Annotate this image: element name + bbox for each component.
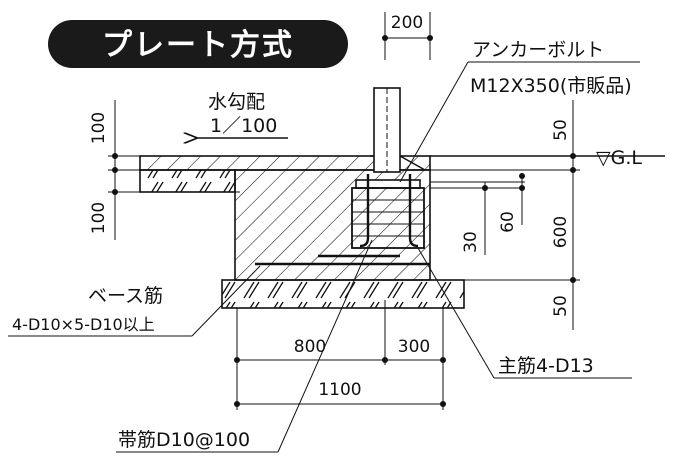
dim-800: 800: [294, 337, 326, 357]
anchor-bolt-spec: M12X350(市販品): [470, 75, 632, 97]
anchor-bolt-label: アンカーボルト: [472, 39, 604, 61]
dim-1100: 1100: [318, 380, 361, 400]
page-title: プレート方式: [102, 28, 294, 63]
main-bar-label: 主筋4-D13: [498, 355, 594, 377]
dim-60: 60: [498, 211, 518, 233]
dim-right-50-bottom: 50: [551, 295, 571, 317]
dim-200: 200: [391, 13, 423, 33]
slab-gravel-bed: [139, 169, 236, 193]
anchor-leader-line: [399, 61, 469, 183]
title-badge: プレート方式: [48, 20, 348, 68]
ground-level-label: ▽G.L: [596, 147, 642, 169]
dim-right-600: 600: [551, 216, 571, 248]
base-bar-leader: [191, 265, 261, 337]
hoop-bar-leader: [277, 239, 373, 453]
dim-right-50-top: 50: [551, 119, 571, 141]
dim-left-100-top: 100: [89, 112, 109, 144]
dim-left-100-bottom: 100: [89, 202, 109, 234]
dim-300: 300: [398, 337, 430, 357]
base-bar-label: ベース筋: [88, 285, 163, 307]
main-bar-leader: [417, 247, 495, 379]
base-bar-spec: 4-D10×5-D10以上: [12, 315, 155, 334]
slope-ratio: 1／100: [210, 115, 277, 137]
hoop-cage: [351, 187, 425, 249]
hoop-bar-label: 帯筋D10@100: [118, 429, 250, 451]
dim-30: 30: [461, 231, 481, 253]
base-gravel-layer: [221, 279, 465, 309]
slope-label: 水勾配: [208, 91, 265, 113]
